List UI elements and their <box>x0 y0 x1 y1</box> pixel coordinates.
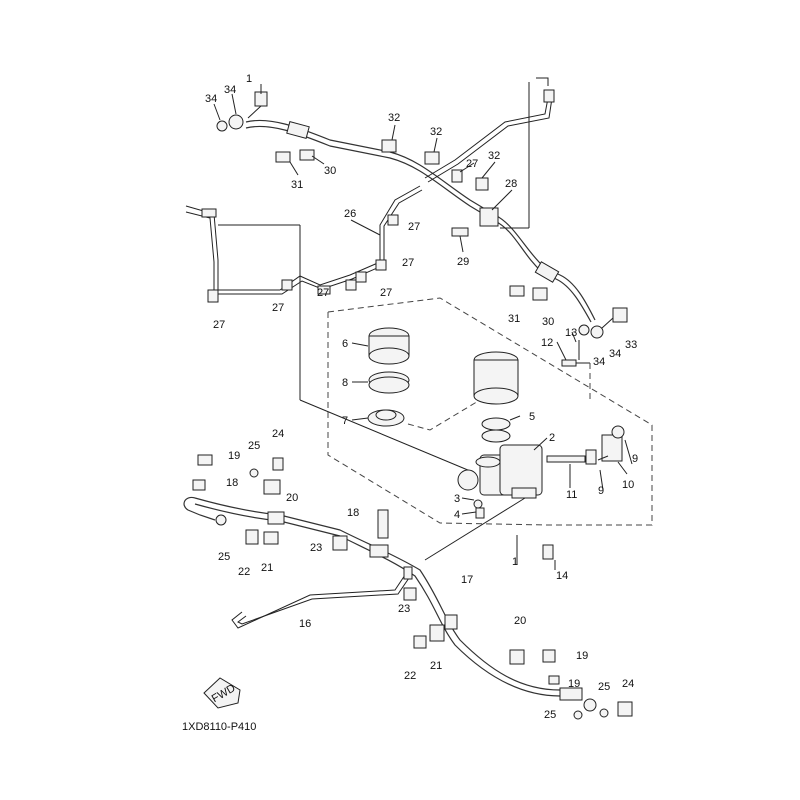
callout-25: 25 <box>598 681 610 693</box>
callout-9: 9 <box>598 485 604 497</box>
callout-34: 34 <box>224 84 236 96</box>
callout-32: 32 <box>488 150 500 162</box>
callout-22: 22 <box>404 670 416 682</box>
callout-13: 12 <box>541 337 553 349</box>
callout-24: 24 <box>272 428 284 440</box>
callout-20: 20 <box>286 492 298 504</box>
callout-26: 26 <box>344 208 356 220</box>
callout-18: 19 <box>568 678 580 690</box>
callout-9: 9 <box>632 453 638 465</box>
callout-6: 6 <box>342 338 348 350</box>
callout-33: 1 <box>246 73 252 85</box>
callout-2: 2 <box>549 432 555 444</box>
callout-27: 27 <box>213 319 225 331</box>
callout-34: 34 <box>609 348 621 360</box>
callouts: 1 34 34 32 32 32 27 28 31 30 26 27 27 27… <box>205 73 638 721</box>
callout-12: 14 <box>556 570 568 582</box>
callout-8: 8 <box>342 377 348 389</box>
callout-31: 31 <box>508 313 520 325</box>
callout-28: 28 <box>505 178 517 190</box>
callout-30: 30 <box>542 316 554 328</box>
left-brake-pipe-26 <box>185 185 476 474</box>
diagram-code: 1XD8110-P410 <box>182 721 256 733</box>
callout-22: 22 <box>238 566 250 578</box>
lower-fasteners <box>192 454 633 720</box>
callout-21: 21 <box>261 562 273 574</box>
callout-27: 27 <box>272 302 284 314</box>
callout-3: 3 <box>454 493 460 505</box>
callout-25: 25 <box>248 440 260 452</box>
callout-5: 5 <box>529 411 535 423</box>
leader-lines <box>213 84 633 570</box>
callout-27: 27 <box>408 221 420 233</box>
callout-20: 20 <box>514 615 526 627</box>
callout-15: 16 <box>299 618 311 630</box>
callout-27: 27 <box>466 158 478 170</box>
callout-30: 30 <box>324 165 336 177</box>
callout-27: 27 <box>317 287 329 299</box>
fwd-arrow-icon: FWD <box>203 677 241 709</box>
callout-27: 27 <box>402 257 414 269</box>
upper-brake-pipe <box>424 77 555 229</box>
clips <box>207 139 548 303</box>
callout-33: 33 <box>625 339 637 351</box>
callout-16: 17 <box>461 574 473 586</box>
callout-32: 32 <box>388 112 400 124</box>
master-cylinder-assembly <box>327 297 653 526</box>
callout-23: 23 <box>310 542 322 554</box>
callout-19: 19 <box>576 650 588 662</box>
callout-14: 13 <box>565 327 577 339</box>
lower-brake-pipe-15 <box>231 566 413 629</box>
callout-32: 32 <box>430 126 442 138</box>
callout-19: 19 <box>228 450 240 462</box>
callout-27: 27 <box>380 287 392 299</box>
callout-21: 21 <box>430 660 442 672</box>
callout-10: 10 <box>622 479 634 491</box>
upper-brake-hose <box>216 91 628 339</box>
callout-7: 7 <box>342 415 348 427</box>
callout-24: 24 <box>622 678 634 690</box>
callout-23: 23 <box>398 603 410 615</box>
callout-34: 34 <box>205 93 217 105</box>
callout-1: 1 <box>512 556 518 568</box>
callout-34: 34 <box>593 356 605 368</box>
lower-brake-hose <box>183 496 597 712</box>
callout-18: 18 <box>226 477 238 489</box>
callout-11: 11 <box>566 489 577 501</box>
callout-25: 25 <box>218 551 230 563</box>
callout-29: 29 <box>457 256 469 268</box>
callout-4: 4 <box>454 509 460 521</box>
callout-31: 31 <box>291 179 303 191</box>
callout-25: 25 <box>544 709 556 721</box>
callout-17: 18 <box>347 507 359 519</box>
